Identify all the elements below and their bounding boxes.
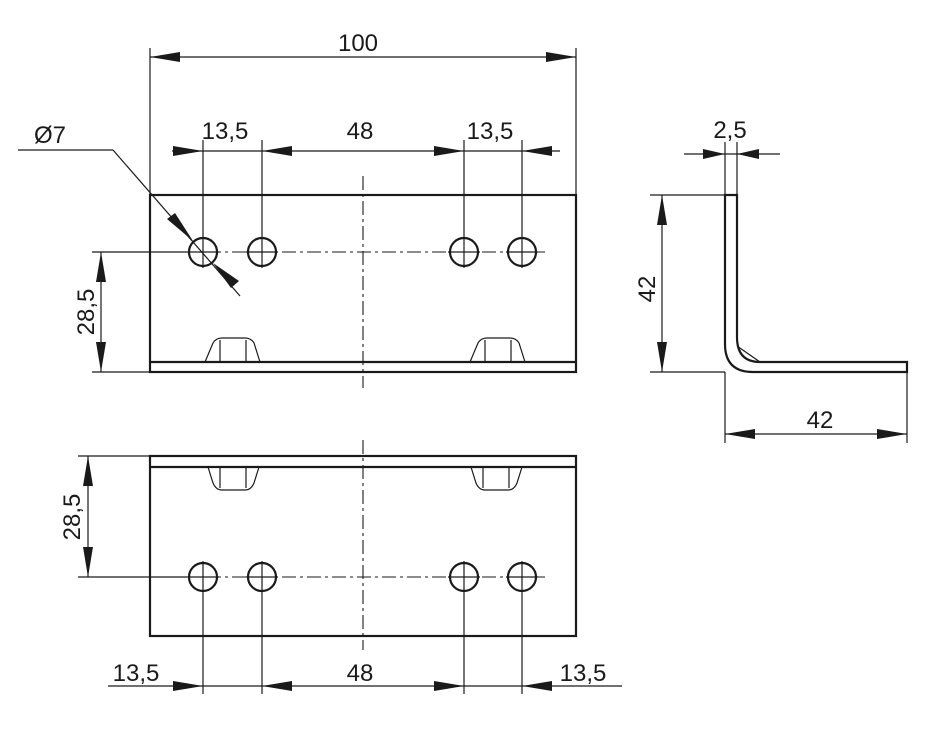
side-view: 2,5 42 42 xyxy=(634,117,909,443)
dimension-top-hole-spacing-label: 48 xyxy=(347,118,374,145)
dimension-top-left-edge-label: 13,5 xyxy=(202,118,249,145)
dimension-hole-diameter-label: Ø7 xyxy=(34,122,66,149)
top-view-hole-3 xyxy=(448,236,480,268)
side-view-profile xyxy=(723,193,909,374)
side-view-fillet-rib xyxy=(736,345,761,363)
top-view: 100 13,5 48 13,5 Ø7 xyxy=(18,30,578,388)
dimension-hole-diameter: Ø7 xyxy=(18,122,241,297)
bottom-view-hole-1 xyxy=(187,561,219,593)
dimension-thickness-label: 2,5 xyxy=(713,117,746,144)
dimension-side-height-label: 42 xyxy=(634,276,661,303)
top-view-hole-2 xyxy=(246,236,278,268)
dimension-bottom-hole-spacing-label: 48 xyxy=(347,660,374,687)
dimension-top-hole-height: 28,5 xyxy=(73,251,187,373)
dimension-top-hole-height-label: 28,5 xyxy=(73,289,100,336)
dimension-bottom-hole-height: 28,5 xyxy=(59,455,187,578)
dimension-bottom-left-edge-label: 13,5 xyxy=(113,660,160,687)
dimension-thickness: 2,5 xyxy=(684,117,780,195)
bottom-view-hole-2 xyxy=(246,561,278,593)
top-view-rib-left xyxy=(204,337,261,363)
bottom-view-rib-left xyxy=(207,466,260,491)
dimension-chain-top: 13,5 48 13,5 xyxy=(172,118,560,236)
dimension-top-right-edge-label: 13,5 xyxy=(467,118,514,145)
bottom-view-hole-3 xyxy=(448,561,480,593)
dimension-bottom-right-edge-label: 13,5 xyxy=(560,660,607,687)
dimension-side-height: 42 xyxy=(634,194,725,373)
dimension-side-length-label: 42 xyxy=(807,407,834,434)
bottom-view-rib-right xyxy=(470,466,523,491)
bottom-view-hole-4 xyxy=(506,561,538,593)
dimension-side-length: 42 xyxy=(724,372,908,443)
dimension-bottom-hole-height-label: 28,5 xyxy=(59,494,86,541)
dimension-overall-width-label: 100 xyxy=(338,30,378,57)
top-view-rib-right xyxy=(469,337,526,363)
dimension-overall-width: 100 xyxy=(149,30,577,195)
dimension-chain-bottom: 13,5 48 13,5 xyxy=(108,593,622,694)
bottom-view: 28,5 13,5 48 13,5 xyxy=(59,440,622,694)
top-view-hole-4 xyxy=(506,236,538,268)
